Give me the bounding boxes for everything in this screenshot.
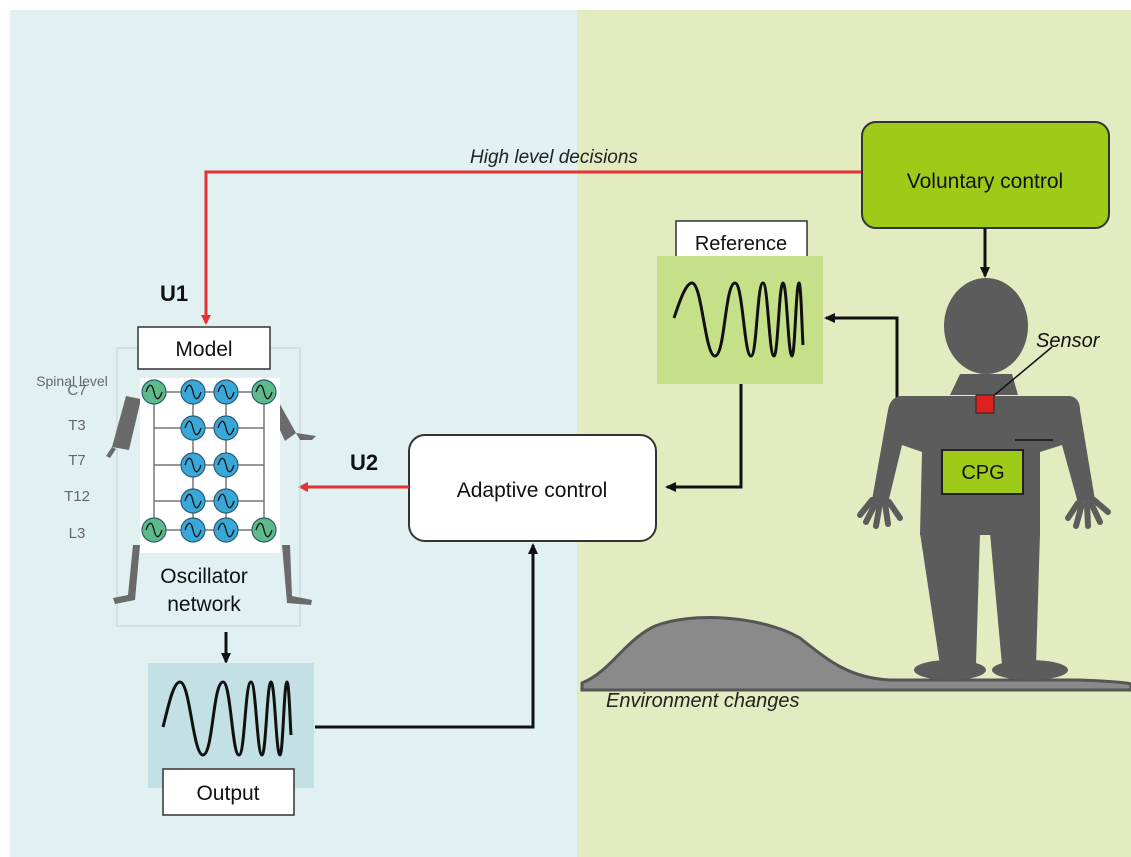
sensor-pointer-line <box>990 346 1053 399</box>
terrain-hill <box>580 616 1131 692</box>
oscillator-node <box>141 379 167 405</box>
oscillator-node <box>213 415 239 441</box>
sensor-marker <box>975 394 995 414</box>
oscillator-network-label-line2: network <box>167 593 241 616</box>
oscillator-node <box>213 452 239 478</box>
u2-label: U2 <box>350 450 378 475</box>
oscillator-grid <box>141 379 277 543</box>
output-to-adaptive-arrow <box>315 543 538 729</box>
reference-to-adaptive-arrow <box>665 384 743 492</box>
environment-changes-label: Environment changes <box>606 690 799 712</box>
spinal-level-t3: T3 <box>68 417 86 434</box>
cpg-label: CPG <box>961 462 1004 484</box>
adaptive-control-label: Adaptive control <box>457 479 608 502</box>
reference-signal-panel <box>657 256 823 384</box>
output-label: Output <box>196 782 259 805</box>
reference-label: Reference <box>695 233 787 255</box>
spinal-level-c7: C7 <box>67 382 86 399</box>
spinal-level-t12: T12 <box>64 488 90 505</box>
oscillator-node <box>180 488 206 514</box>
spinal-level-label: Spinal level <box>36 373 108 389</box>
oscillator-node <box>213 488 239 514</box>
high-level-decisions-label: High level decisions <box>470 147 638 168</box>
u1-label: U1 <box>160 281 188 306</box>
reference-waveform <box>672 281 805 358</box>
voluntary-control-label: Voluntary control <box>907 170 1063 193</box>
spinal-level-t7: T7 <box>68 452 86 469</box>
oscillator-node <box>213 517 239 543</box>
oscillator-node <box>180 415 206 441</box>
oscillator-node <box>180 517 206 543</box>
oscillator-node <box>180 452 206 478</box>
oscillator-node <box>213 379 239 405</box>
oscillator-network-label-line1: Oscillator <box>160 565 248 588</box>
spinal-level-l3: L3 <box>69 525 86 542</box>
cpg-box <box>941 449 1024 495</box>
reference-box <box>675 220 808 263</box>
oscillator-node <box>180 379 206 405</box>
output-box <box>162 768 295 816</box>
oscillator-node <box>141 517 167 543</box>
model-box <box>137 326 271 370</box>
high-level-decision-arrow <box>201 170 862 325</box>
oscillator-node <box>251 379 277 405</box>
output-waveform <box>161 680 293 757</box>
sensor-label: Sensor <box>1036 330 1101 352</box>
model-label: Model <box>175 338 232 361</box>
oscillator-node <box>251 517 277 543</box>
